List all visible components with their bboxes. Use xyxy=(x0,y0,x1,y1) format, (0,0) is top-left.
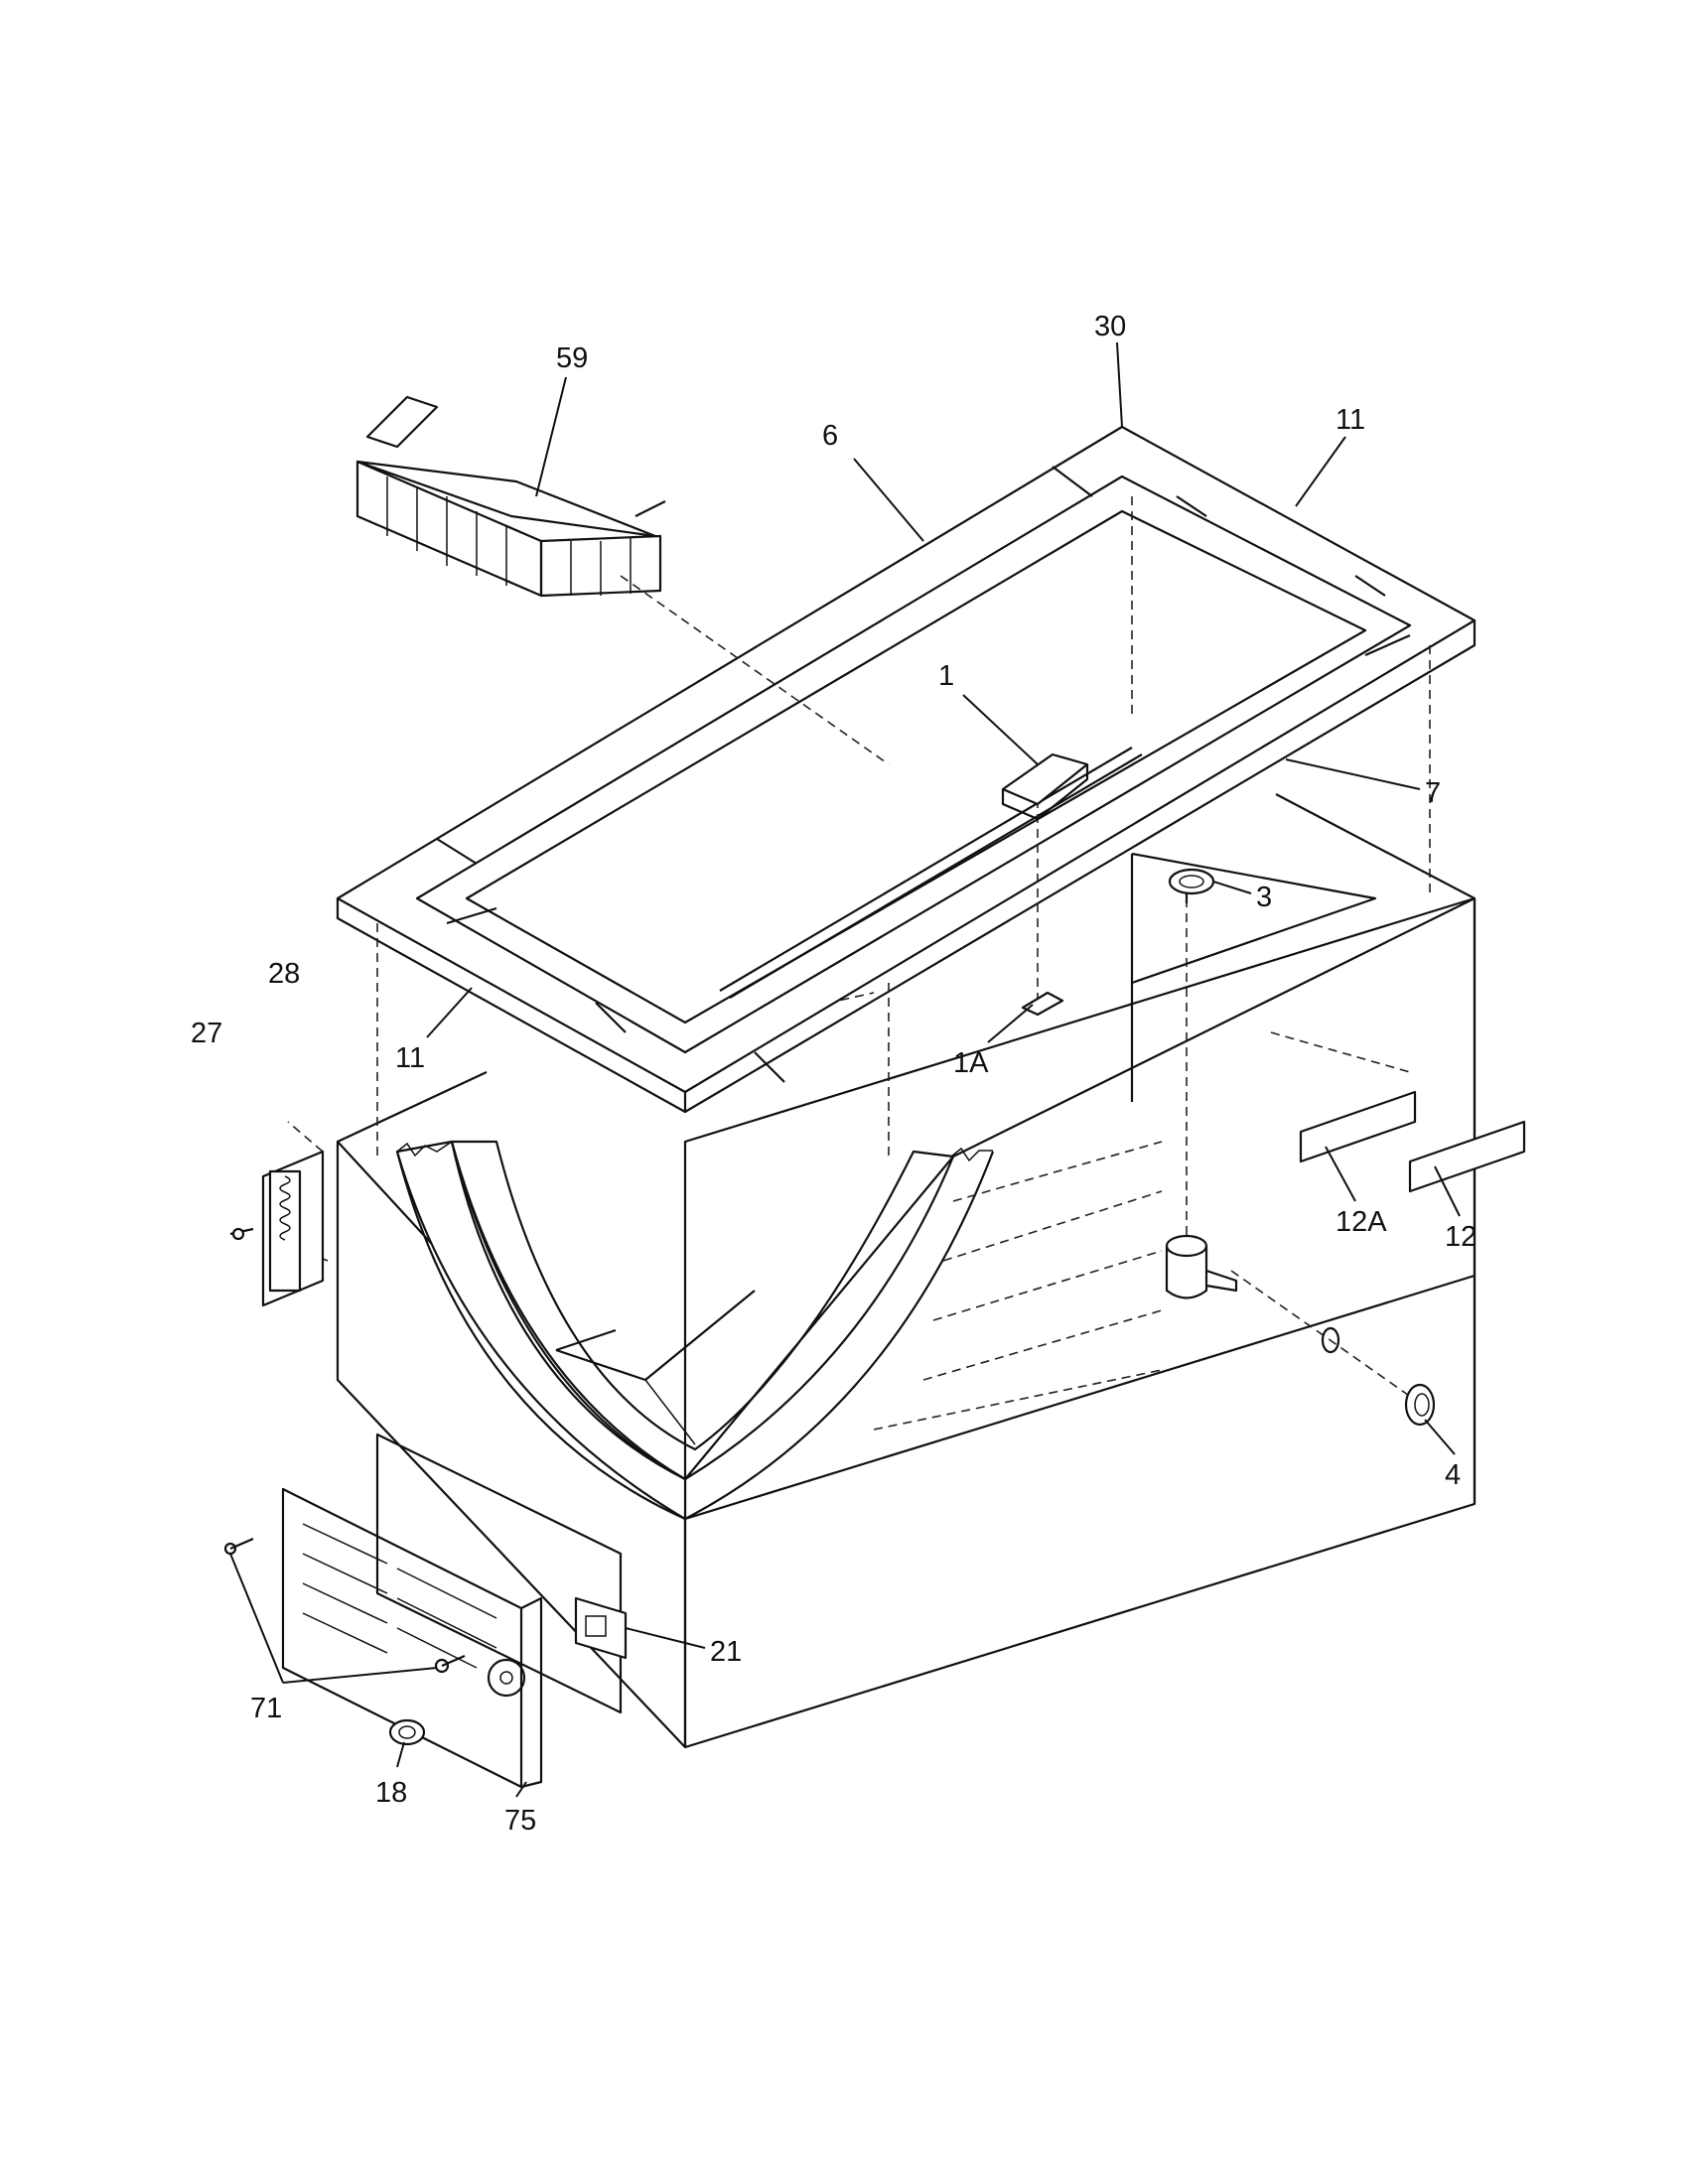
callout-labels: 59 30 11 6 1 7 3 28 27 11 1A 12A 12 4 21… xyxy=(191,311,1477,1837)
callout-11-left: 11 xyxy=(395,1042,425,1074)
hidden-lines xyxy=(694,992,1163,1431)
control-knob-part xyxy=(388,1718,426,1746)
grille-opening xyxy=(375,1433,623,1714)
callout-59: 59 xyxy=(556,342,588,374)
front-grille-part xyxy=(281,1487,543,1789)
callout-7: 7 xyxy=(1425,777,1441,809)
drain-tube-part xyxy=(1165,1234,1238,1299)
cutaway-section xyxy=(395,1140,995,1521)
drain-grommet xyxy=(1321,1326,1340,1354)
lid-light-part xyxy=(1001,752,1089,821)
wire-basket xyxy=(355,395,666,598)
callout-4: 4 xyxy=(1445,1459,1461,1491)
leader-lines xyxy=(229,341,1461,1798)
guide-lines xyxy=(287,496,1431,1401)
callout-75: 75 xyxy=(504,1805,536,1837)
hinge-screw-part xyxy=(229,1227,254,1241)
callout-12a: 12A xyxy=(1336,1206,1387,1238)
callout-71: 71 xyxy=(250,1693,282,1724)
callout-21: 21 xyxy=(710,1636,742,1668)
thermostat-part xyxy=(574,1596,628,1660)
drain-plug-part xyxy=(1168,868,1215,903)
callout-6: 6 xyxy=(822,420,838,452)
freezer-cabinet xyxy=(336,793,1477,1749)
callout-27: 27 xyxy=(191,1018,222,1049)
lid-hinge-part xyxy=(261,1150,325,1307)
switch-tab-part xyxy=(1021,991,1064,1017)
callout-12: 12 xyxy=(1445,1221,1477,1253)
grille-screw-part xyxy=(223,1537,466,1674)
lid-gasket-frame xyxy=(336,425,1477,1114)
label-plate-12a xyxy=(1299,1090,1417,1163)
callout-1a: 1A xyxy=(953,1047,989,1079)
callout-11-top: 11 xyxy=(1336,404,1365,436)
callout-18: 18 xyxy=(375,1777,407,1809)
callout-28: 28 xyxy=(268,958,300,990)
callout-30: 30 xyxy=(1094,311,1126,342)
callout-3: 3 xyxy=(1256,882,1272,913)
callout-1: 1 xyxy=(938,660,954,692)
drain-cap-part xyxy=(1404,1383,1436,1427)
